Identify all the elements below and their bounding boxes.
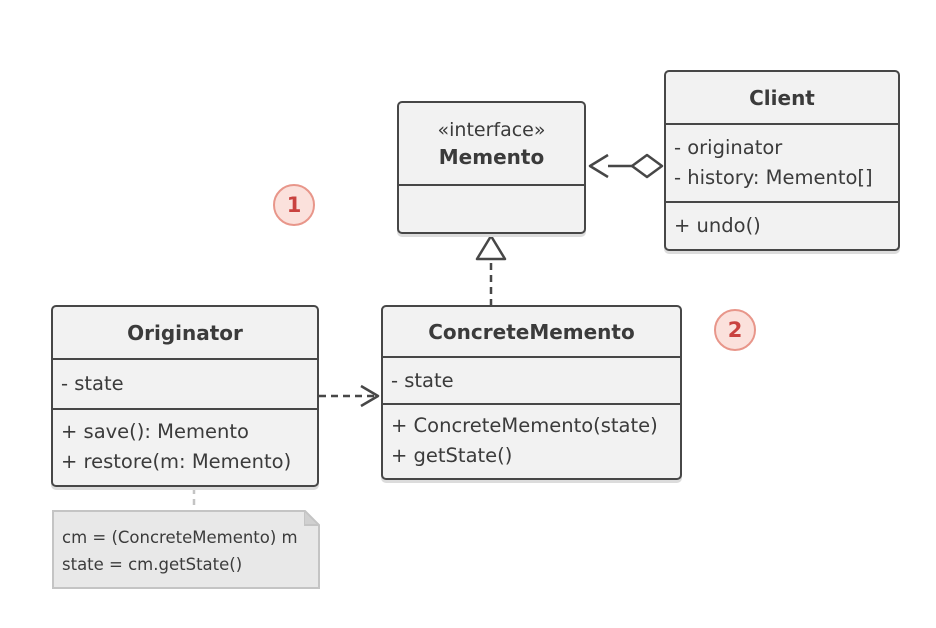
concrete-memento-method: + getState(): [391, 444, 513, 467]
concrete-memento-class-box: ConcreteMemento - state + ConcreteMement…: [381, 305, 682, 480]
originator-header: Originator: [53, 307, 317, 358]
originator-field: - state: [61, 372, 124, 395]
concrete-memento-field: - state: [391, 368, 454, 392]
dependency-connector: [319, 384, 380, 408]
concrete-memento-method: + ConcreteMemento(state): [391, 414, 658, 437]
client-fields: - originator - history: Memento[]: [666, 123, 898, 201]
client-field: - originator: [674, 136, 783, 159]
concrete-memento-fields: - state: [383, 356, 680, 403]
client-header: Client: [666, 72, 898, 123]
memento-stereotype: «interface»: [437, 118, 546, 141]
client-method: + undo(): [674, 214, 761, 237]
step-badge-number: 2: [727, 318, 743, 342]
realization-connector: [475, 234, 507, 306]
memento-title: Memento: [438, 144, 545, 169]
aggregation-connector: [588, 153, 664, 179]
step-badge-number: 1: [286, 193, 302, 217]
originator-method: + save(): Memento: [61, 420, 249, 443]
originator-class-box: Originator - state + save(): Memento + r…: [51, 305, 319, 487]
originator-fields: - state: [53, 358, 317, 408]
client-class-box: Client - originator - history: Memento[]…: [664, 70, 900, 251]
note-fold-corner: [304, 510, 320, 526]
concrete-memento-methods: + ConcreteMemento(state) + getState(): [383, 403, 680, 477]
client-field: - history: Memento[]: [674, 166, 873, 189]
client-methods: + undo(): [666, 201, 898, 249]
concrete-memento-header: ConcreteMemento: [383, 307, 680, 356]
step-badge-2: 2: [714, 309, 756, 351]
memento-body: [399, 184, 584, 232]
code-note: cm = (ConcreteMemento) m state = cm.getS…: [52, 510, 320, 589]
originator-method: + restore(m: Memento): [61, 450, 292, 473]
note-line: cm = (ConcreteMemento) m: [62, 528, 298, 547]
originator-title: Originator: [127, 320, 243, 345]
originator-methods: + save(): Memento + restore(m: Memento): [53, 408, 317, 484]
memento-interface-box: «interface» Memento: [397, 101, 586, 234]
client-title: Client: [749, 85, 815, 110]
concrete-memento-title: ConcreteMemento: [428, 319, 635, 344]
note-line: state = cm.getState(): [62, 555, 243, 574]
step-badge-1: 1: [273, 184, 315, 226]
memento-header: «interface» Memento: [399, 103, 584, 184]
